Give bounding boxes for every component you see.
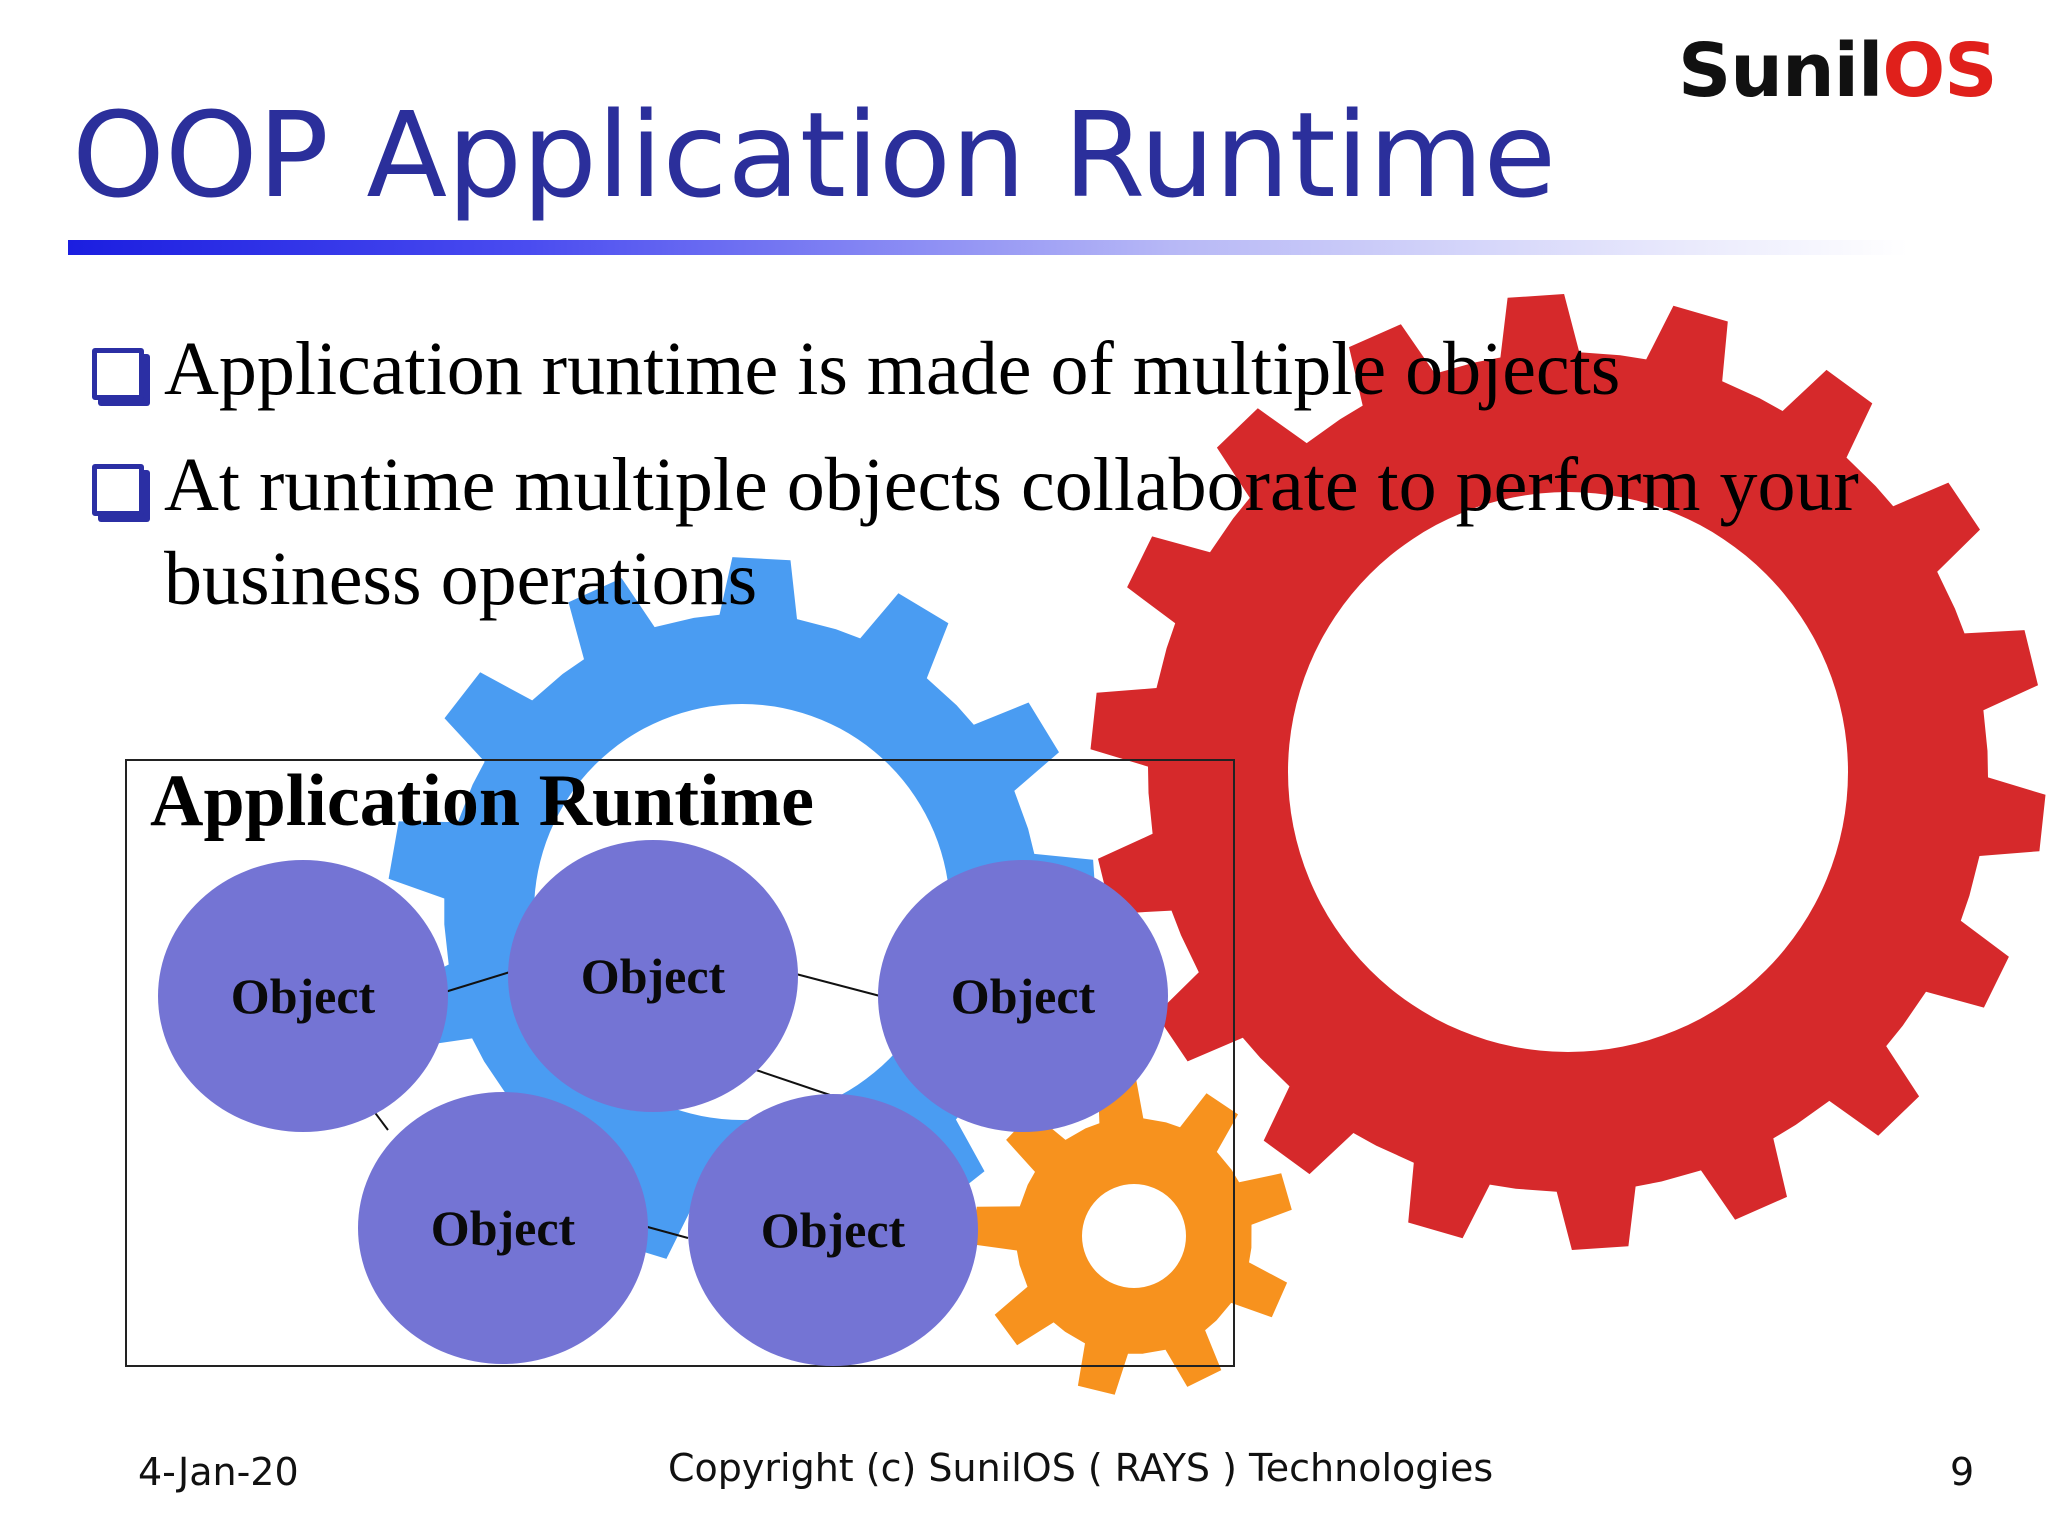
logo-text-dark: Sunil	[1678, 28, 1883, 114]
object-node: Object	[158, 860, 448, 1132]
bullet-list: Application runtime is made of multiple …	[0, 0, 2048, 700]
connector-line	[444, 971, 511, 993]
checkbox-bullet-icon	[92, 348, 144, 400]
page-number: 9	[1950, 1450, 1975, 1494]
sunilos-logo: SunilOS	[1678, 26, 1998, 116]
title-underline	[68, 240, 1908, 255]
application-runtime-frame	[125, 759, 1235, 1367]
connector-line	[643, 1225, 689, 1239]
logo-text-red: OS	[1882, 28, 1997, 114]
footer-date: 4-Jan-20	[138, 1450, 299, 1494]
connector-line	[795, 973, 881, 997]
object-node: Object	[878, 860, 1168, 1132]
large-red-gear	[1090, 294, 2046, 1250]
footer-copyright: Copyright (c) SunilOS ( RAYS ) Technolog…	[668, 1446, 1494, 1490]
checkbox-bullet-icon	[92, 464, 144, 516]
object-node: Object	[688, 1094, 978, 1366]
object-node: Object	[358, 1092, 648, 1364]
diagram-heading: Application Runtime	[150, 760, 815, 842]
connector-line	[755, 1069, 831, 1096]
slide-title: OOP Application Runtime	[72, 86, 1557, 224]
bullet-text: Application runtime is made of multiple …	[164, 327, 1621, 411]
bullet-text: At runtime multiple objects collaborate …	[164, 443, 1859, 621]
object-node: Object	[508, 840, 798, 1112]
orange-gear	[974, 1076, 1292, 1395]
